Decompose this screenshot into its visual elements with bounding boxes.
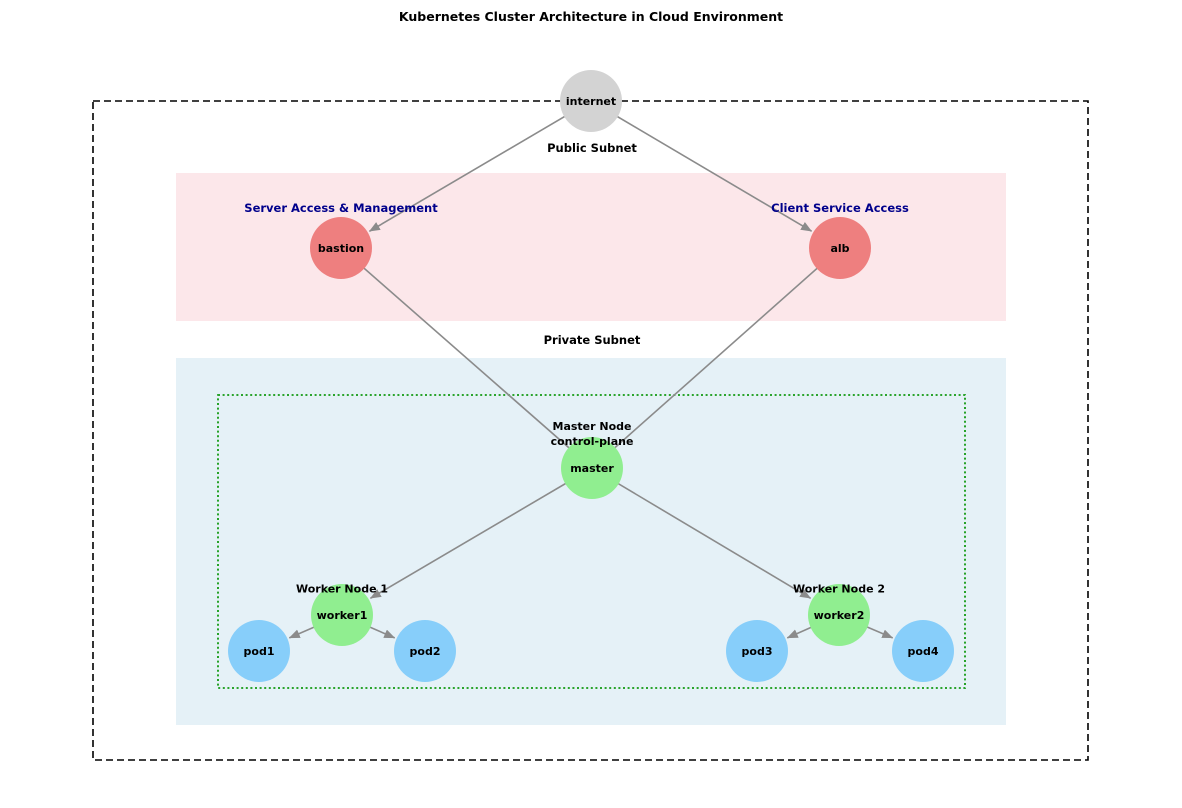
edge-master-worker1	[369, 467, 593, 599]
node-alb-label: alb	[830, 241, 850, 255]
edge-bastion-master	[340, 247, 593, 469]
cluster-dotted-border	[217, 394, 966, 689]
node-pod3-label: pod3	[741, 644, 773, 658]
node-internet: internet	[560, 70, 622, 132]
node-master-label: master	[570, 461, 614, 475]
node-pod4: pod4	[892, 620, 954, 682]
private-subnet-band	[176, 358, 1006, 725]
node-pod3: pod3	[726, 620, 788, 682]
edge-internet-alb	[590, 100, 813, 232]
edge-master-worker2	[591, 467, 812, 599]
diagram-title: Kubernetes Cluster Architecture in Cloud…	[398, 9, 784, 24]
node-bastion: bastion	[310, 217, 372, 279]
master-node-annotation-line2: control-plane	[550, 435, 634, 448]
node-worker1: worker1	[311, 584, 373, 646]
server-access-annotation: Server Access & Management	[244, 201, 438, 215]
edge-internet-bastion	[368, 100, 592, 232]
node-worker2-label: worker2	[813, 608, 865, 622]
node-pod2: pod2	[394, 620, 456, 682]
public-subnet-label: Public Subnet	[547, 141, 637, 155]
node-worker2: worker2	[808, 584, 870, 646]
worker-node-2-annotation: Worker Node 2	[792, 582, 886, 596]
master-node-annotation-line1: Master Node	[552, 420, 632, 433]
node-internet-label: internet	[565, 94, 617, 108]
node-pod2-label: pod2	[409, 644, 441, 658]
node-pod4-label: pod4	[907, 644, 939, 658]
private-subnet-label: Private Subnet	[543, 333, 641, 347]
edge-alb-master	[591, 247, 841, 469]
node-pod1: pod1	[228, 620, 290, 682]
master-node-annotation: Master Node control-plane	[551, 419, 634, 449]
node-worker1-label: worker1	[316, 608, 368, 622]
node-bastion-label: bastion	[317, 241, 365, 255]
worker-node-1-annotation: Worker Node 1	[295, 582, 389, 596]
edge-group	[288, 100, 894, 639]
node-pod1-label: pod1	[243, 644, 275, 658]
client-access-annotation: Client Service Access	[771, 201, 909, 215]
node-master: master	[561, 437, 623, 499]
node-alb: alb	[809, 217, 871, 279]
